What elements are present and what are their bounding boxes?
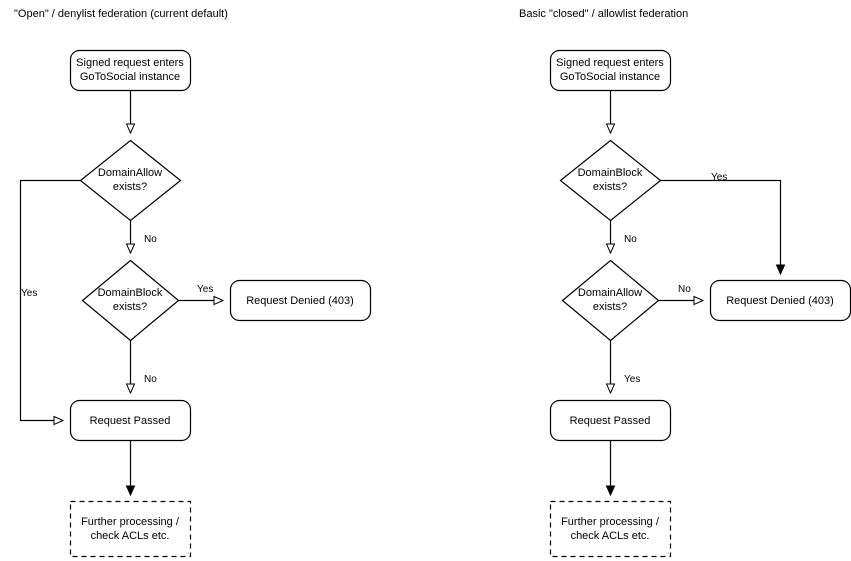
edge-allow-yes-left — [19, 179, 81, 426]
node-domainblock-right — [559, 139, 662, 222]
node-further-processing-left — [69, 500, 192, 558]
edge-label-allow-no-right: No — [678, 284, 691, 295]
node-request-passed-left — [69, 399, 192, 442]
diagram-title-left: "Open" / denylist federation (current de… — [14, 8, 228, 20]
node-start-left — [69, 49, 192, 92]
edge-label-block-no-left: No — [144, 374, 157, 385]
edge-label-block-no-right: No — [624, 234, 637, 245]
node-start-right — [549, 49, 672, 92]
edge-label-allow-no-left: No — [144, 234, 157, 245]
node-request-denied-left — [229, 279, 372, 322]
edge-label-block-yes-right: Yes — [711, 172, 728, 183]
edge-label-allow-yes-left: Yes — [21, 288, 38, 299]
node-domainallow-right — [561, 259, 660, 342]
node-domainblock-left — [81, 259, 180, 342]
edge-label-block-yes-left: Yes — [197, 284, 214, 295]
edge-label-allow-yes-right: Yes — [624, 374, 641, 385]
diagram-title-right: Basic "closed" / allowlist federation — [519, 8, 689, 20]
edge-block-yes-right — [660, 179, 786, 276]
node-request-denied-right — [709, 279, 851, 322]
node-request-passed-right — [549, 399, 672, 442]
node-further-processing-right — [549, 500, 672, 558]
node-domainallow-left — [79, 139, 182, 222]
